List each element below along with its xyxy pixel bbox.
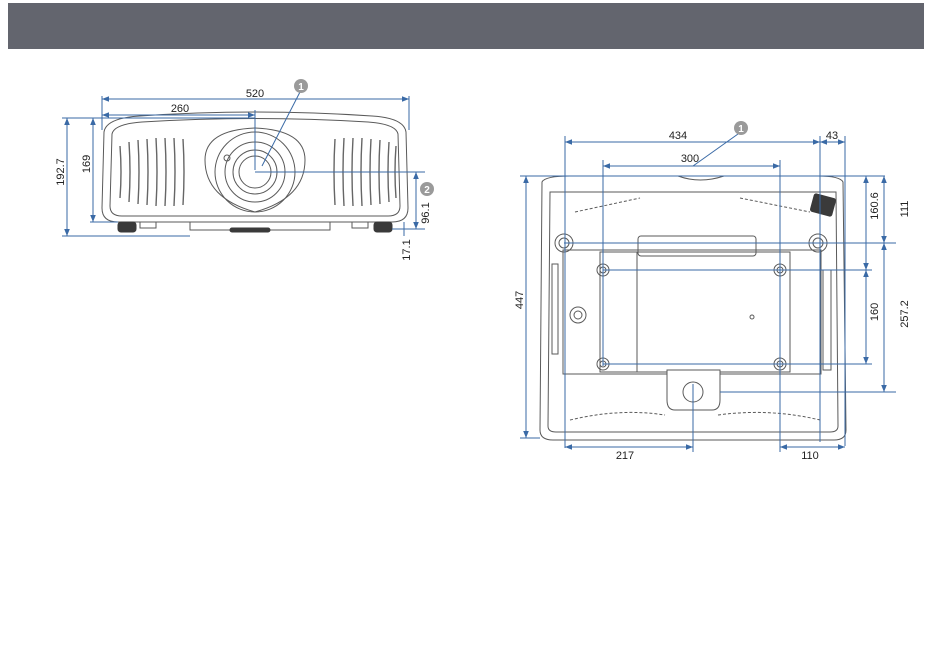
dim-17-1-text: 17.1 <box>401 239 413 260</box>
dim-43-text: 43 <box>826 130 838 142</box>
dim-96-1-text: 96.1 <box>420 202 432 223</box>
dim-300-text: 300 <box>681 153 699 165</box>
dim-217-text: 217 <box>616 450 634 462</box>
dim-192-7-text: 192.7 <box>55 158 67 186</box>
dim-169-text: 169 <box>81 155 93 173</box>
dim-520-text: 520 <box>246 88 264 100</box>
dim-160-6-text: 160.6 <box>869 192 881 220</box>
dim-257-2-text: 257.2 <box>899 300 911 328</box>
dim-110-text: 110 <box>801 450 819 462</box>
callout-2-label: 2 <box>424 185 430 196</box>
callout-1-label: 1 <box>298 82 304 93</box>
dim-260-text: 260 <box>171 103 189 115</box>
bottom-view: 1 434 43 300 447 160.6 111 160 257.2 217… <box>514 121 911 462</box>
dim-434-text: 434 <box>669 130 687 142</box>
dim-160-text: 160 <box>869 303 881 321</box>
dim-447-text: 447 <box>514 291 526 309</box>
callout-1-bottom-label: 1 <box>738 124 744 135</box>
dim-111-text: 111 <box>899 201 911 218</box>
front-view: 1 2 520 260 192.7 169 96.1 17.1 <box>55 79 434 261</box>
